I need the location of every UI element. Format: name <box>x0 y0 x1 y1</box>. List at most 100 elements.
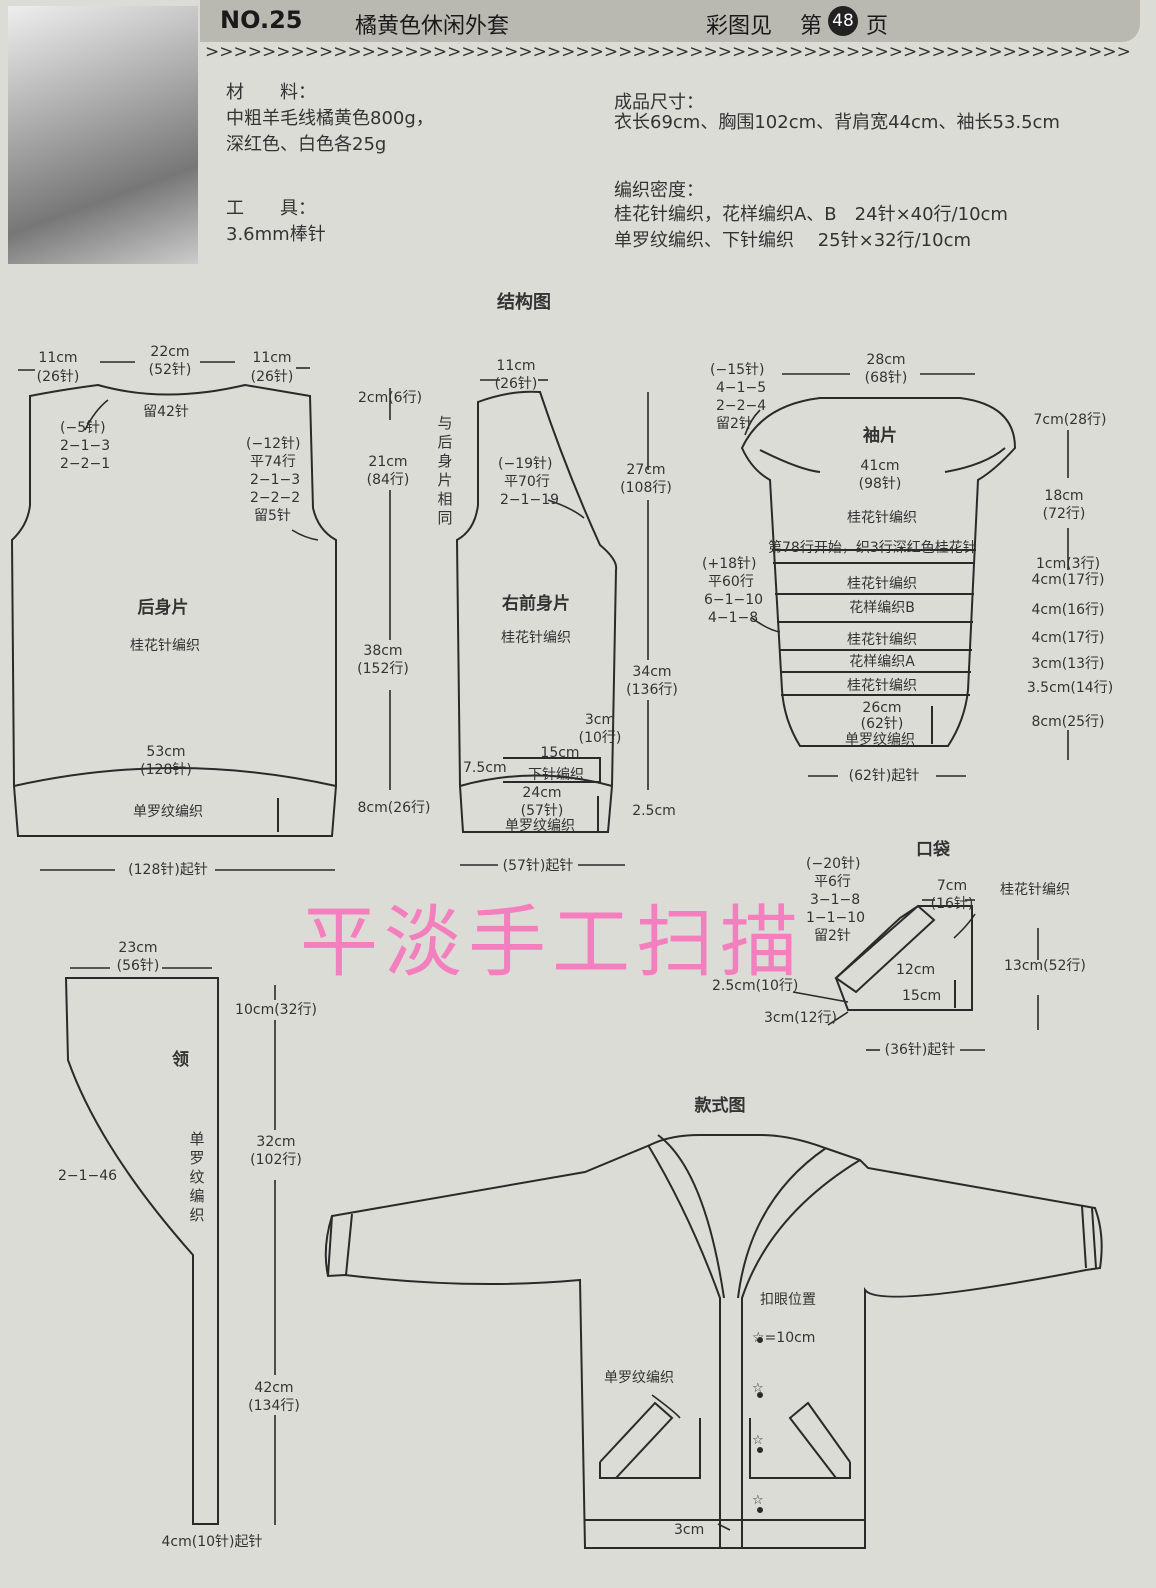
dim-shoulder: 2cm(6行) <box>357 390 423 406</box>
sleeve-pattern-b: 花样编织B <box>849 600 915 616</box>
pocket-dec-4: 1−1−10 <box>806 910 866 926</box>
sleeve-cuff-width: 26cm <box>862 700 902 716</box>
front-arm-2: 平70行 <box>504 474 550 490</box>
page-suffix: 页 <box>866 14 889 39</box>
star-icon: ☆ <box>752 1381 764 1396</box>
materials-line2: 深红色、白色各25g <box>226 134 387 155</box>
sleeve-r5: 4cm(16行) <box>1031 602 1105 618</box>
collar-width: 23cm <box>118 940 158 956</box>
pattern-number: NO.25 <box>220 6 303 34</box>
materials-label: 材 料： <box>226 82 316 103</box>
back-arm-4: 2−2−2 <box>250 490 301 506</box>
pocket-dec-3: 3−1−8 <box>810 892 861 908</box>
front-d34-rows: (136行) <box>626 682 678 698</box>
collar-rib: 单罗纹编织 <box>189 1130 205 1224</box>
front-d34: 34cm <box>632 664 672 680</box>
back-top-mid: 22cm <box>150 344 190 360</box>
sleeve-cast: (62针)起针 <box>848 768 920 784</box>
pocket-15cm: 15cm <box>902 988 942 1004</box>
pocket-top-width: 7cm <box>936 878 968 894</box>
sleeve-rib: 单罗纹编织 <box>845 732 915 748</box>
back-name: 后身片 <box>137 598 189 618</box>
back-neck-2: 2−1−3 <box>60 438 111 454</box>
collar-h10: 10cm(32行) <box>235 1002 317 1018</box>
front-name: 右前身片 <box>502 594 570 614</box>
sleeve-width: 41cm <box>860 458 900 474</box>
sleeve-name: 袖片 <box>863 426 897 446</box>
pocket-dec-5: 留2针 <box>814 928 851 944</box>
pocket-3cm-dim: 3cm(12行) <box>764 1010 837 1026</box>
front-arm-3: 2−1−19 <box>500 492 560 508</box>
pocket-top-st: (16针) <box>930 896 974 912</box>
pocket-stitch: 桂花针编织 <box>1000 882 1070 898</box>
sleeve-stitch-2: 桂花针编织 <box>847 576 917 592</box>
dim-body: 38cm <box>363 643 403 659</box>
sleeve-inc-4: 4−1−8 <box>708 610 759 626</box>
sleeve-stitch-1: 桂花针编织 <box>847 510 917 526</box>
back-top-mid-st: (52针) <box>148 362 192 378</box>
sleeve-inc-1: (+18针) <box>702 556 757 572</box>
star-legend: ☆=10cm <box>752 1330 816 1346</box>
sleeve-note: 第78行开始，织3行深红色桂花针 <box>768 540 977 556</box>
sleeve-cuff-st: (62针) <box>860 716 904 732</box>
pocket-dec-2: 平6行 <box>814 874 851 890</box>
back-leave: 留42针 <box>143 404 189 420</box>
size-label: 成品尺寸： <box>614 92 704 113</box>
sleeve-pattern-a: 花样编织A <box>849 654 915 670</box>
sleeve-inc-2: 平60行 <box>708 574 754 590</box>
back-arm-3: 2−1−3 <box>250 472 301 488</box>
sleeve-r8: 3.5cm(14行) <box>1026 680 1114 696</box>
pocket-knit: 下针编织 <box>528 767 584 783</box>
sleeve-r7: 3cm(13行) <box>1031 656 1105 672</box>
see-color-label: 彩图见 <box>706 14 773 39</box>
buttonhole-label: 扣眼位置 <box>760 1292 816 1308</box>
front-d27: 27cm <box>626 462 666 478</box>
pocket-width: 15cm <box>540 745 580 761</box>
back-cast: (128针)起针 <box>128 862 208 878</box>
style-hem: 3cm <box>674 1522 705 1538</box>
back-width: 53cm <box>146 744 186 760</box>
collar-cast: 4cm(10针)起针 <box>161 1534 263 1550</box>
front-d27-rows: (108行) <box>620 480 672 496</box>
chevron-divider: >>>>>>>>>>>>>>>>>>>>>>>>>>>>>>>>>>>>>>>>… <box>205 42 1130 62</box>
size-value: 衣长69cm、胸围102cm、背肩宽44cm、袖长53.5cm <box>614 112 1060 133</box>
front-arm-1: (−19针) <box>498 456 553 472</box>
header-bar <box>200 0 1140 42</box>
pocket-cast: (36针)起针 <box>884 1042 956 1058</box>
pocket-height-rows: (10行) <box>578 730 622 746</box>
back-top-right-st: (26针) <box>250 369 294 385</box>
sleeve-cap-3: 2−2−4 <box>716 398 767 414</box>
sleeve-inc-3: 6−1−10 <box>704 592 764 608</box>
pattern-title: 橘黄色休闲外套 <box>355 14 510 39</box>
style-title: 款式图 <box>694 1096 746 1116</box>
dim-armhole-rows: (84行) <box>366 472 410 488</box>
pocket-height: 3cm <box>584 712 616 728</box>
pocket-12cm: 12cm <box>896 962 936 978</box>
front-top: 11cm <box>496 358 536 374</box>
page-prefix: 第 <box>800 14 823 39</box>
style-rib-label: 单罗纹编织 <box>604 1370 674 1386</box>
gauge-line2: 单罗纹编织、下针编织 25针×32行/10cm <box>614 230 972 251</box>
back-arm-1: (−12针) <box>246 436 301 452</box>
sleeve-r9: 8cm(25行) <box>1031 714 1105 730</box>
back-neck-1: (−5针) <box>60 420 106 436</box>
dim-armhole: 21cm <box>368 454 408 470</box>
sleeve-top-st: (68针) <box>864 370 908 386</box>
collar-h32-rows: (102行) <box>250 1152 302 1168</box>
sleeve-r2: 18cm <box>1044 488 1084 504</box>
front-width: 24cm <box>522 785 562 801</box>
back-stitch: 桂花针编织 <box>130 638 200 654</box>
watermark: 平淡手工扫描 <box>300 898 805 988</box>
pocket-edge-dim: 2.5cm(10行) <box>712 978 799 994</box>
collar-h32: 32cm <box>256 1134 296 1150</box>
sleeve-r6: 4cm(17行) <box>1031 630 1105 646</box>
back-top-left-st: (26针) <box>36 369 80 385</box>
front-rib: 单罗纹编织 <box>505 818 575 834</box>
page-number-badge: 48 <box>828 6 858 36</box>
sleeve-r1: 7cm(28行) <box>1033 412 1107 428</box>
sleeve-stitch-4: 桂花针编织 <box>847 678 917 694</box>
dim-body-rows: (152行) <box>357 661 409 677</box>
gauge-line1: 桂花针编织，花样编织A、B 24针×40行/10cm <box>614 204 1008 225</box>
front-cast: (57针)起针 <box>502 858 574 874</box>
front-top-st: (26针) <box>494 376 538 392</box>
